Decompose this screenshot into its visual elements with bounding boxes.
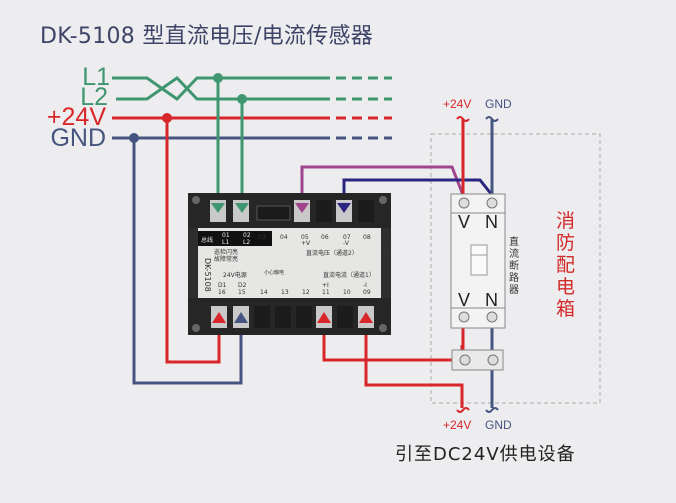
indicator-text-2: 故障常亮 [214, 256, 239, 263]
supply-bottom-neg-tilde [485, 407, 499, 413]
wire-24v-loop [165, 118, 221, 364]
bus-label-gnd: GND [50, 124, 106, 152]
channel1-label: 直流电流（通道1） [323, 272, 375, 279]
terminal-14-num: 14 [260, 289, 268, 296]
bus-l1 [112, 76, 392, 101]
supply-bottom-neg-label: GND [485, 418, 512, 432]
terminal-12-num: 12 [302, 289, 310, 296]
arrow-plus-i [317, 312, 331, 323]
arrow-l2 [235, 203, 249, 213]
mount-screw-bl [192, 324, 200, 332]
breaker-switch [470, 244, 488, 276]
device-label-panel: 总线 01 L1 02 L2 03 04 05 +V 06 07 -V 08 直… [198, 228, 381, 298]
terminal-01-num: 01 [222, 232, 230, 239]
terminal-05-sub: +V [301, 240, 311, 247]
breaker-terminal-bottom-v [458, 311, 470, 323]
breaker-bottom-v: V [458, 290, 471, 310]
bus-label-24v: +24V [46, 103, 106, 131]
arrow-l1 [211, 203, 225, 213]
terminal-07-sub: -V [343, 240, 349, 247]
brand-label: 汉泽工控 [382, 240, 389, 268]
terminal-13-num: 13 [281, 289, 289, 296]
distribution-box-title: 消防配电箱 [556, 210, 576, 320]
indicator-text-1: 巡检闪亮 [214, 249, 239, 256]
terminal-10-num: 10 [343, 289, 351, 296]
breaker-top-n: N [485, 212, 498, 232]
bus-header-cell: 总线 01 L1 02 L2 [198, 231, 272, 246]
supply-top-neg-label: GND [485, 97, 512, 111]
mount-screw-tl [192, 196, 200, 204]
supply-bottom-pos-tilde [456, 407, 470, 413]
footer-note: 引至DC24V供电设备 [395, 444, 576, 465]
arrow-plusv [295, 203, 309, 213]
wire-gnd-loop [132, 138, 243, 385]
warning-text: 小心触电 [264, 270, 285, 276]
load-terminal-pos [459, 354, 471, 366]
distribution-box-outline [430, 133, 601, 404]
terminal-06-num: 06 [321, 234, 329, 241]
supply-top-pos-tilde [456, 116, 470, 122]
arrow-minus-i [359, 312, 373, 323]
terminal-15-sub: D2 [238, 282, 247, 289]
device-model: DK-5108 [203, 258, 212, 292]
terminal-09-num: 09 [363, 289, 371, 296]
terminal-16-num: 16 [218, 289, 226, 296]
breaker-terminal-top-v [458, 197, 470, 209]
arrow-minusv [337, 203, 351, 213]
bus-header-label: 总线 [201, 237, 214, 244]
diagram-title: DK-5108 型直流电压/电流传感器 [40, 24, 374, 49]
mount-screw-br [379, 324, 387, 332]
bus-label-l1: L1 [82, 63, 110, 91]
terminal-03-num: 03 [258, 234, 266, 241]
bus-label-l2: L2 [80, 83, 108, 111]
terminal-02-sub: L2 [243, 239, 251, 246]
terminal-05-num: 05 [301, 234, 309, 241]
arrow-d2 [234, 312, 248, 323]
supply-bottom-pos-label: +24V [443, 418, 472, 432]
terminal-01-sub: L1 [222, 239, 230, 246]
wire-minus-i [364, 322, 464, 408]
load-terminal-neg [487, 354, 499, 366]
breaker-name: 直流断路器 [509, 237, 519, 296]
terminal-04-num: 04 [280, 234, 288, 241]
terminal-09-sub: -I [363, 282, 367, 289]
power-label: 24V电源 [223, 272, 247, 279]
supply-top-neg-tilde [485, 116, 499, 122]
terminal-02-num: 02 [243, 232, 251, 239]
breaker-terminal-top-n [486, 197, 498, 209]
terminal-16-sub: D1 [218, 282, 227, 289]
terminal-11-num: 11 [322, 289, 330, 296]
comm-port [256, 205, 291, 221]
breaker-top-v: V [458, 212, 471, 232]
supply-top-pos-label: +24V [443, 97, 472, 111]
terminal-11-sub: +I [322, 282, 329, 289]
breaker-terminal-bottom-n [486, 311, 498, 323]
mount-screw-tr [379, 196, 387, 204]
wire-minusv [342, 178, 494, 205]
terminal-15-num: 15 [238, 289, 246, 296]
channel2-label: 直流电压（通道2） [306, 250, 358, 257]
terminal-07-num: 07 [343, 234, 351, 241]
arrow-d1 [212, 312, 226, 323]
breaker-bottom-n: N [485, 290, 498, 310]
terminal-08-num: 08 [363, 234, 371, 241]
bus-l2 [116, 76, 392, 101]
